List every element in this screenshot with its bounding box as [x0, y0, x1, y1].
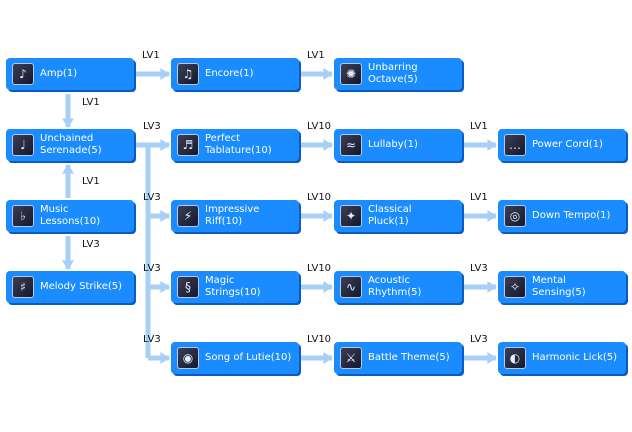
link-classical-pluck-to-down-tempo-arrow	[487, 210, 497, 222]
link-amp-to-encore-label: LV1	[142, 50, 160, 61]
skill-label: Battle Theme(5)	[368, 352, 450, 363]
link-battle-theme-to-harmonic-lick-arrow	[487, 352, 497, 364]
skill-label: Lullaby(1)	[368, 139, 418, 150]
skill-node-impressive-riff[interactable]: ⚡ Impressive Riff(10)	[171, 200, 299, 232]
skill-label: Music Lessons(10)	[40, 204, 101, 227]
link-classical-pluck-to-down-tempo-label: LV1	[470, 192, 488, 203]
music-lessons-icon: ♭	[12, 205, 34, 227]
link-amp-to-unchained-serenade-label: LV1	[82, 96, 100, 108]
link-acoustic-rhythm-to-mental-sensing-label: LV3	[470, 263, 488, 274]
skill-node-amp[interactable]: ♪ Amp(1)	[6, 58, 134, 90]
skill-label: Acoustic Rhythm(5)	[368, 275, 422, 298]
skill-node-melody-strike[interactable]: ♯ Melody Strike(5)	[6, 271, 134, 303]
skill-node-unchained-serenade[interactable]: ♩ Unchained Serenade(5)	[6, 129, 134, 161]
skill-node-encore[interactable]: ♫ Encore(1)	[171, 58, 299, 90]
acoustic-rhythm-icon: ∿	[340, 276, 362, 298]
skill-label: Classical Pluck(1)	[368, 204, 412, 227]
skill-label: Mental Sensing(5)	[532, 275, 586, 298]
link-unchained-serenade-to-magic-strings-label: LV3	[143, 263, 161, 274]
link-music-lessons-to-unchained-serenade-arrow	[62, 164, 74, 174]
skill-node-classical-pluck[interactable]: ✦ Classical Pluck(1)	[334, 200, 462, 232]
skill-node-mental-sensing[interactable]: ✧ Mental Sensing(5)	[498, 271, 626, 303]
link-impressive-riff-to-classical-pluck-arrow	[323, 210, 333, 222]
skill-label: Unchained Serenade(5)	[40, 133, 102, 156]
link-music-lessons-to-unchained-serenade-label: LV1	[82, 175, 100, 187]
link-unchained-serenade-to-impressive-riff-label: LV3	[143, 192, 161, 203]
down-tempo-icon: ◎	[504, 205, 526, 227]
link-unchained-serenade-to-song-of-lutie-arrow	[160, 352, 170, 364]
skill-label: Unbarring Octave(5)	[368, 62, 418, 85]
amp-icon: ♪	[12, 63, 34, 85]
link-lullaby-to-power-cord-arrow	[487, 139, 497, 151]
skill-node-song-of-lutie[interactable]: ◉ Song of Lutie(10)	[171, 342, 299, 374]
skill-label: Encore(1)	[205, 68, 254, 79]
skill-node-magic-strings[interactable]: § Magic Strings(10)	[171, 271, 299, 303]
skill-label: Amp(1)	[40, 68, 78, 79]
encore-icon: ♫	[177, 63, 199, 85]
riff-icon: ⚡	[177, 205, 199, 227]
skill-node-perfect-tablature[interactable]: ♬ Perfect Tablature(10)	[171, 129, 299, 161]
skill-node-lullaby[interactable]: ≈ Lullaby(1)	[334, 129, 462, 161]
link-magic-strings-to-acoustic-rhythm-arrow	[323, 281, 333, 293]
skill-label: Power Cord(1)	[532, 139, 603, 150]
magic-strings-icon: §	[177, 276, 199, 298]
link-unchained-serenade-to-impressive-riff-arrow	[160, 210, 170, 222]
link-lullaby-to-power-cord-label: LV1	[470, 121, 488, 132]
skill-label: Melody Strike(5)	[40, 281, 123, 292]
octave-icon: ✺	[340, 63, 362, 85]
mental-sensing-icon: ✧	[504, 276, 526, 298]
serenade-icon: ♩	[12, 134, 34, 156]
link-song-of-lutie-to-battle-theme-label: LV10	[307, 334, 332, 345]
skill-node-power-cord[interactable]: … Power Cord(1)	[498, 129, 626, 161]
link-amp-to-encore-arrow	[160, 68, 170, 80]
link-encore-to-unbarring-octave-arrow	[323, 68, 333, 80]
branch-trunk-line	[134, 142, 151, 358]
pluck-icon: ✦	[340, 205, 362, 227]
skill-label: Magic Strings(10)	[205, 275, 261, 298]
link-perfect-tablature-to-lullaby-arrow	[323, 139, 333, 151]
skill-node-harmonic-lick[interactable]: ◐ Harmonic Lick(5)	[498, 342, 626, 374]
skill-node-acoustic-rhythm[interactable]: ∿ Acoustic Rhythm(5)	[334, 271, 462, 303]
link-amp-to-unchained-serenade-arrow	[62, 118, 74, 128]
link-music-lessons-to-melody-strike-arrow	[62, 260, 74, 270]
link-music-lessons-to-melody-strike-label: LV3	[82, 238, 100, 250]
melody-strike-icon: ♯	[12, 276, 34, 298]
link-unchained-serenade-to-song-of-lutie-label: LV3	[143, 334, 161, 345]
skill-label: Song of Lutie(10)	[205, 352, 292, 363]
power-cord-icon: …	[504, 134, 526, 156]
harmonic-lick-icon: ◐	[504, 347, 526, 369]
lullaby-icon: ≈	[340, 134, 362, 156]
link-impressive-riff-to-classical-pluck-label: LV10	[307, 192, 332, 203]
link-unchained-serenade-to-magic-strings-arrow	[160, 281, 170, 293]
link-magic-strings-to-acoustic-rhythm-label: LV10	[307, 263, 332, 274]
lutie-icon: ◉	[177, 347, 199, 369]
skill-label: Down Tempo(1)	[532, 210, 611, 221]
battle-theme-icon: ⚔	[340, 347, 362, 369]
skill-node-battle-theme[interactable]: ⚔ Battle Theme(5)	[334, 342, 462, 374]
skill-label: Perfect Tablature(10)	[205, 133, 272, 156]
skill-node-unbarring-octave[interactable]: ✺ Unbarring Octave(5)	[334, 58, 462, 90]
skill-label: Harmonic Lick(5)	[532, 352, 618, 363]
link-song-of-lutie-to-battle-theme-arrow	[323, 352, 333, 364]
link-battle-theme-to-harmonic-lick-label: LV3	[470, 334, 488, 345]
skill-node-music-lessons[interactable]: ♭ Music Lessons(10)	[6, 200, 134, 232]
tablature-icon: ♬	[177, 134, 199, 156]
skill-node-down-tempo[interactable]: ◎ Down Tempo(1)	[498, 200, 626, 232]
skill-label: Impressive Riff(10)	[205, 204, 260, 227]
link-encore-to-unbarring-octave-label: LV1	[307, 50, 325, 61]
link-acoustic-rhythm-to-mental-sensing-arrow	[487, 281, 497, 293]
link-perfect-tablature-to-lullaby-label: LV10	[307, 121, 332, 132]
link-unchained-serenade-to-perfect-tablature-label: LV3	[143, 121, 161, 132]
link-unchained-serenade-to-perfect-tablature-arrow	[160, 139, 170, 151]
